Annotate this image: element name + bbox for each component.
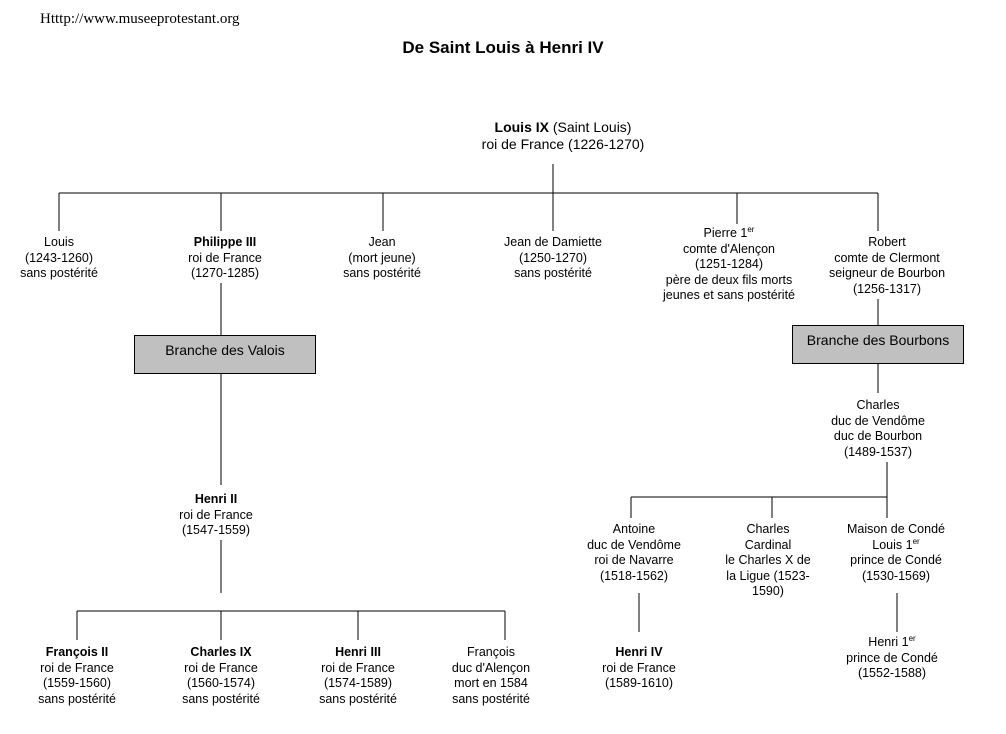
node-line: (1560-1574) [186,676,256,691]
node-robert: Robert comte de Clermont seigneur de Bou… [829,235,945,297]
node-name: Louis [44,235,74,249]
node-name: Maison de Condé [847,522,945,536]
node-charles-cardinal: Charles Cardinal le Charles X de la Ligu… [725,522,810,600]
node-line: duc d'Alençon [451,660,531,675]
node-name: Henri IV [615,645,663,659]
node-name: Charles [856,398,900,412]
node-francois-alencon: François duc d'Alençon mort en 1584 sans… [452,645,530,707]
node-line: (1489-1537) [843,444,913,459]
node-alias: (Saint Louis) [552,119,632,135]
node-name: François II [45,645,109,659]
node-charles-vendome: Charles duc de Vendôme duc de Bourbon (1… [831,398,925,460]
node-line: (1589-1610) [604,676,674,691]
node-line: (1574-1589) [323,676,393,691]
node-name: Louis IX [494,119,549,135]
node-name: François [467,645,515,659]
node-louis-ix: Louis IX (Saint Louis) roi de France (12… [482,119,645,153]
node-henri-iii: Henri III roi de France (1574-1589) sans… [319,645,397,707]
node-jean-de-damiette: Jean de Damiette (1250-1270) sans postér… [504,235,602,282]
node-superscript: er [908,633,916,643]
node-name: Antoine [612,522,656,536]
node-line: prince de Condé [846,650,938,665]
node-line: sans postérité [319,691,397,706]
node-line: Cardinal [744,537,792,552]
page-title: De Saint Louis à Henri IV [402,38,604,57]
branch-bourbons-box: Branche des Bourbons [792,325,964,364]
node-name: Robert [868,235,906,249]
node-name: Charles IX [190,645,252,659]
node-line: Louis 1 [872,537,913,552]
node-henri-ii: Henri II roi de France (1547-1559) [179,492,253,539]
node-line: mort en 1584 [454,676,528,691]
node-line: sans postérité [343,266,421,281]
node-line: (1518-1562) [599,568,669,583]
node-line: sans postérité [452,691,530,706]
node-line: père de deux fils morts [665,272,793,287]
node-line: (1270-1285) [190,266,260,281]
node-line: roi de France [40,660,114,675]
node-charles-ix: Charles IX roi de France (1560-1574) san… [182,645,260,707]
node-line: duc de Vendôme [831,413,925,428]
node-line: (1250-1270) [518,250,588,265]
node-maison-de-conde: Maison de Condé Louis 1er prince de Cond… [847,522,945,584]
node-jean: Jean (mort jeune) sans postérité [343,235,421,282]
node-line: (1552-1588) [857,666,927,681]
node-line: duc de Vendôme [587,537,681,552]
node-line: duc de Bourbon [833,429,923,444]
node-line: roi de France (1226-1270) [481,136,645,152]
node-line: (mort jeune) [348,250,416,265]
node-line: (1530-1569) [861,568,931,583]
node-superscript: er [912,536,920,546]
node-line: roi de France [184,660,258,675]
node-name: Henri II [194,492,238,506]
node-line: sans postérité [514,266,592,281]
node-line: (1243-1260) [24,250,94,265]
node-line: sans postérité [38,691,116,706]
node-line: (1547-1559) [181,523,251,538]
node-philippe-iii: Philippe III roi de France (1270-1285) [188,235,262,282]
node-name: Henri III [335,645,381,659]
node-line: jeunes et sans postérité [662,288,796,303]
node-pierre-1er: Pierre 1er comte d'Alençon (1251-1284) p… [662,224,796,304]
node-line: la Ligue (1523- [726,568,810,583]
node-name: Charles [746,522,790,536]
node-henri-1er-conde: Henri 1er prince de Condé (1552-1588) [846,633,938,682]
node-francois-ii: François II roi de France (1559-1560) sa… [38,645,116,707]
node-line: roi de France [179,507,253,522]
node-line: roi de France [602,660,676,675]
node-name: Philippe III [193,235,257,249]
node-line: roi de France [188,250,262,265]
node-louis: Louis (1243-1260) sans postérité [20,235,98,282]
node-name: Jean de Damiette [504,235,602,249]
node-line: comte d'Alençon [682,241,776,256]
branch-valois-box: Branche des Valois [134,335,316,374]
node-line: sans postérité [20,266,98,281]
node-line: prince de Condé [850,553,942,568]
node-name: Pierre 1 [703,226,748,240]
node-line: (1251-1284) [694,257,764,272]
node-name: Jean [368,235,396,249]
node-line: roi de France [321,660,395,675]
node-line: comte de Clermont [834,250,940,265]
node-henri-iv: Henri IV roi de France (1589-1610) [602,645,676,692]
source-url[interactable]: Htttp://www.museeprotestant.org [40,11,240,27]
node-line: seigneur de Bourbon [828,266,946,281]
node-line: (1256-1317) [852,281,922,296]
node-line: sans postérité [182,691,260,706]
node-line: roi de Navarre [594,553,674,568]
node-antoine: Antoine duc de Vendôme roi de Navarre (1… [587,522,681,584]
node-superscript: er [747,224,755,234]
node-name: Henri 1 [868,635,909,649]
node-line: le Charles X de [725,553,811,568]
node-line: 1590) [752,584,784,599]
node-line: (1559-1560) [42,676,112,691]
